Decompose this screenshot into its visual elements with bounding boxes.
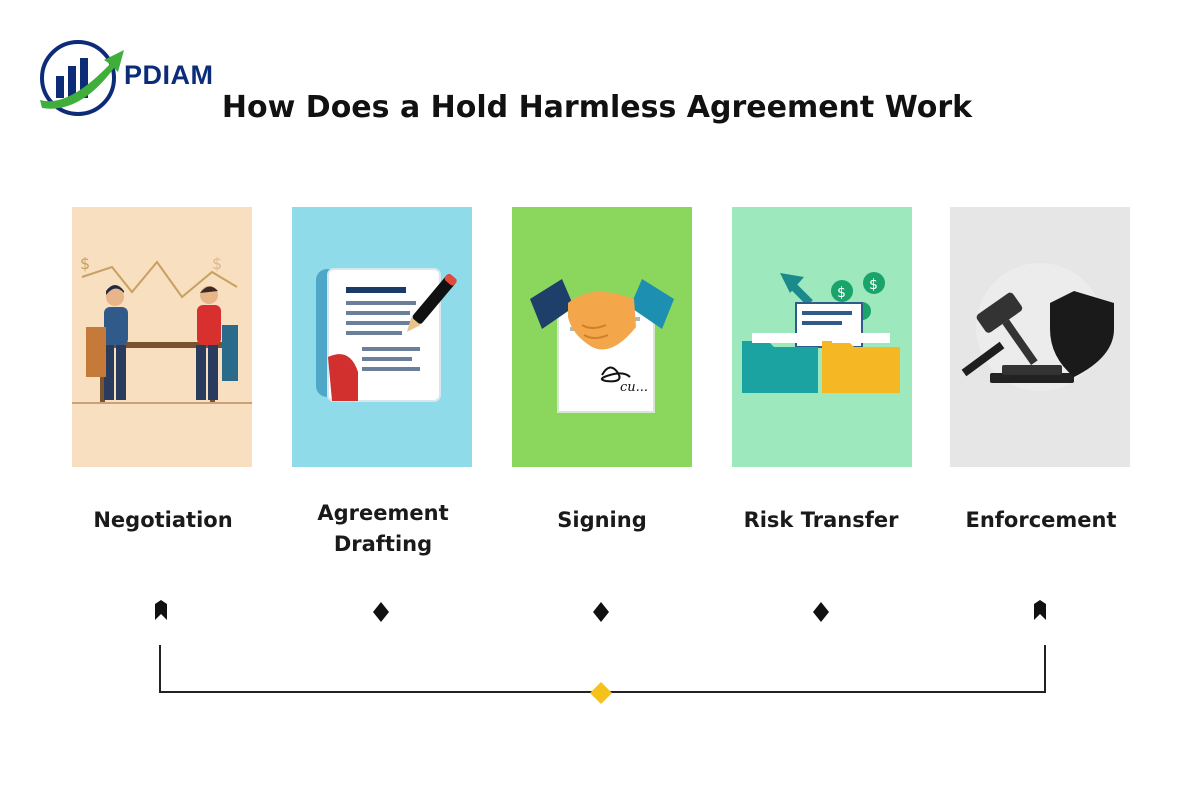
step-label-negotiation: Negotiation	[93, 508, 233, 532]
card-risk-transfer: $ $	[732, 207, 912, 467]
svg-text:$: $	[837, 285, 846, 301]
card-negotiation: $ $	[72, 207, 252, 467]
logo-text: PDIAM	[124, 60, 214, 90]
page-title: How Does a Hold Harmless Agreement Work	[221, 90, 973, 125]
card-enforcement	[950, 207, 1130, 467]
svg-text:$: $	[80, 254, 90, 273]
timeline-marker-5	[1034, 600, 1046, 620]
svg-text:$: $	[869, 277, 878, 293]
timeline-marker-3	[593, 602, 609, 622]
timeline-marker-2	[373, 602, 389, 622]
svg-text:cu...: cu...	[620, 380, 648, 395]
gavel-shield-illustration	[961, 263, 1114, 391]
timeline-marker-4	[813, 602, 829, 622]
svg-text:$: $	[212, 254, 222, 273]
step-label-enforcement: Enforcement	[965, 508, 1117, 532]
step-label-agreement-drafting: Agreement Drafting	[317, 501, 449, 556]
negotiation-illustration: $ $	[72, 254, 252, 404]
card-signing: cu...	[512, 207, 692, 467]
timeline-center-diamond	[590, 682, 612, 704]
folders-illustration: $ $	[742, 272, 900, 393]
logo-mark-icon	[40, 40, 124, 116]
timeline-bracket-line	[159, 645, 1046, 693]
document-pen-illustration	[316, 268, 457, 402]
step-label-signing: Signing	[557, 508, 647, 532]
step-label-risk-transfer: Risk Transfer	[743, 508, 899, 532]
timeline-marker-1	[155, 600, 167, 620]
logo: PDIAM	[38, 38, 238, 118]
card-agreement-drafting	[292, 207, 472, 467]
handshake-illustration: cu...	[530, 279, 674, 413]
